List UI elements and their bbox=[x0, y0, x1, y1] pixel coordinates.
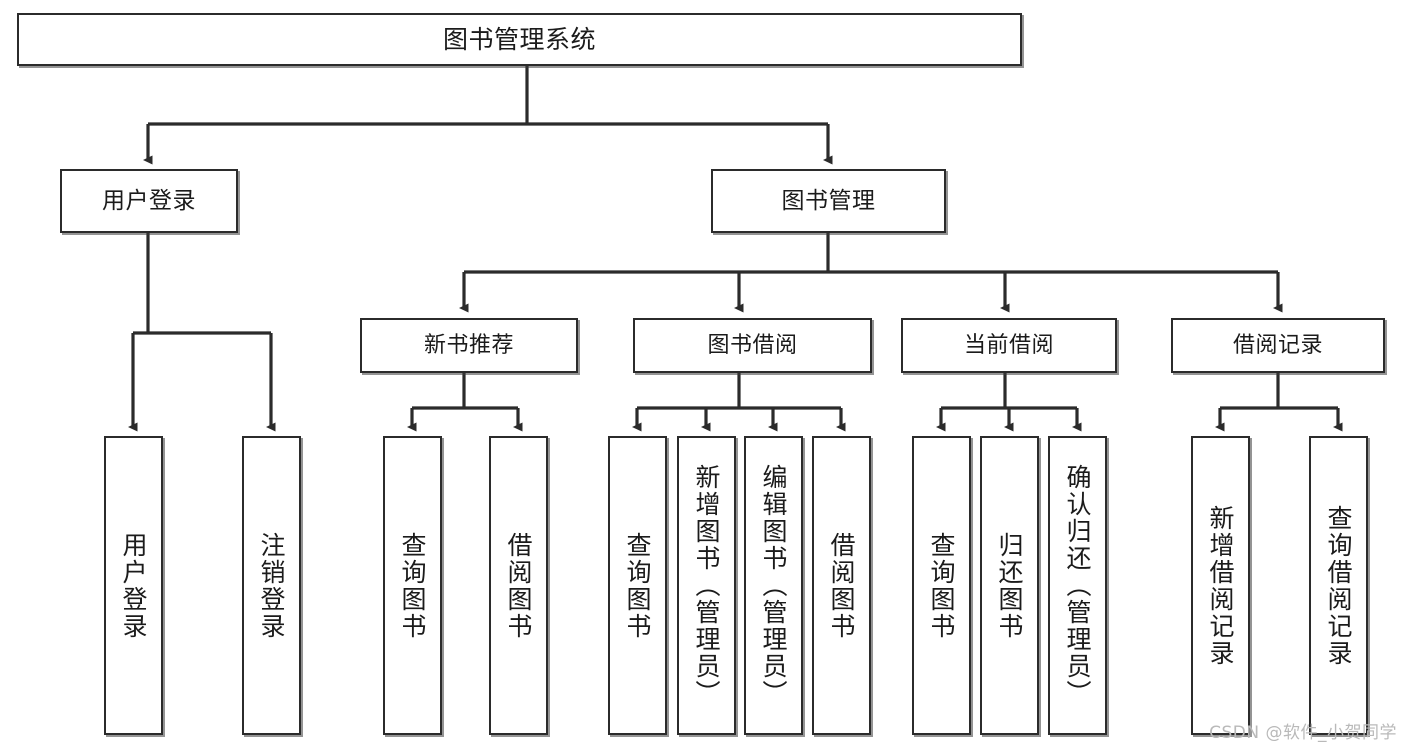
node-leaf-current-confirm-return[interactable]: 确认归还（管理员） bbox=[1048, 436, 1107, 735]
node-borrow-record[interactable]: 借阅记录 bbox=[1171, 318, 1385, 373]
node-leaf-borrow-borrow-book-label: 借阅图书 bbox=[827, 531, 856, 640]
node-leaf-current-return-book-label: 归还图书 bbox=[995, 531, 1024, 640]
node-leaf-record-query[interactable]: 查询借阅记录 bbox=[1309, 436, 1368, 735]
node-leaf-current-query-book-label: 查询图书 bbox=[927, 531, 956, 640]
node-leaf-user-login[interactable]: 用户登录 bbox=[104, 436, 163, 735]
node-leaf-record-add-label: 新增借阅记录 bbox=[1206, 504, 1235, 667]
node-book-borrow-label: 图书借阅 bbox=[707, 332, 798, 358]
node-leaf-borrow-add-book[interactable]: 新增图书（管理员） bbox=[677, 436, 736, 735]
node-book-borrow[interactable]: 图书借阅 bbox=[633, 318, 872, 373]
node-leaf-rec-query-book[interactable]: 查询图书 bbox=[383, 436, 442, 735]
node-leaf-record-add[interactable]: 新增借阅记录 bbox=[1191, 436, 1250, 735]
node-current-borrow[interactable]: 当前借阅 bbox=[901, 318, 1117, 373]
node-leaf-user-login-label: 用户登录 bbox=[119, 531, 148, 640]
node-root-label: 图书管理系统 bbox=[442, 25, 596, 54]
node-user-login-label: 用户登录 bbox=[102, 187, 196, 214]
node-leaf-user-logout[interactable]: 注销登录 bbox=[242, 436, 301, 735]
node-book-manage[interactable]: 图书管理 bbox=[711, 169, 946, 233]
node-user-login[interactable]: 用户登录 bbox=[60, 169, 238, 233]
node-leaf-current-confirm-return-label: 确认归还（管理员） bbox=[1063, 464, 1092, 707]
node-book-manage-label: 图书管理 bbox=[781, 187, 876, 214]
node-leaf-rec-borrow-book-label: 借阅图书 bbox=[504, 531, 533, 640]
node-leaf-user-logout-label: 注销登录 bbox=[257, 531, 286, 640]
node-leaf-borrow-add-book-label: 新增图书（管理员） bbox=[692, 464, 721, 707]
node-root[interactable]: 图书管理系统 bbox=[17, 13, 1022, 66]
node-leaf-current-query-book[interactable]: 查询图书 bbox=[912, 436, 971, 735]
node-leaf-rec-query-book-label: 查询图书 bbox=[398, 531, 427, 640]
node-leaf-borrow-edit-book-label: 编辑图书（管理员） bbox=[759, 464, 788, 707]
node-leaf-current-return-book[interactable]: 归还图书 bbox=[980, 436, 1039, 735]
node-leaf-rec-borrow-book[interactable]: 借阅图书 bbox=[489, 436, 548, 735]
node-borrow-record-label: 借阅记录 bbox=[1232, 332, 1323, 358]
node-leaf-record-query-label: 查询借阅记录 bbox=[1324, 504, 1353, 667]
node-new-book-recommend-label: 新书推荐 bbox=[423, 332, 514, 358]
node-leaf-borrow-query-book-label: 查询图书 bbox=[623, 531, 652, 640]
csdn-watermark: CSDN @软件_小贺同学 bbox=[1209, 723, 1397, 743]
node-leaf-borrow-query-book[interactable]: 查询图书 bbox=[608, 436, 667, 735]
node-leaf-borrow-edit-book[interactable]: 编辑图书（管理员） bbox=[744, 436, 803, 735]
node-new-book-recommend[interactable]: 新书推荐 bbox=[360, 318, 578, 373]
node-leaf-borrow-borrow-book[interactable]: 借阅图书 bbox=[812, 436, 871, 735]
node-current-borrow-label: 当前借阅 bbox=[963, 332, 1054, 358]
